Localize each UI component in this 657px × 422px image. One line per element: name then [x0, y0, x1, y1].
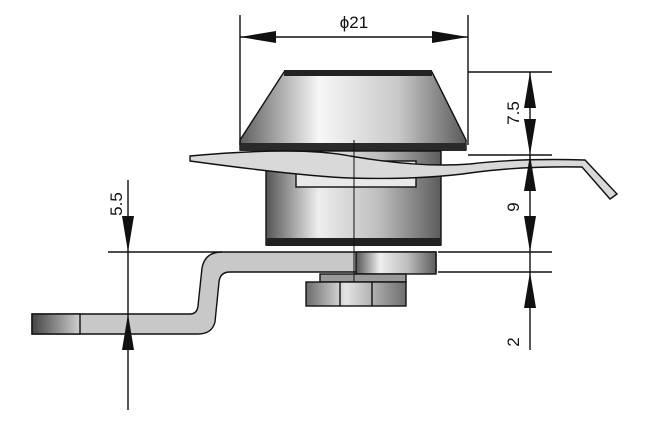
left-dimension: 5.5: [107, 180, 222, 410]
offset-label: 5.5: [107, 192, 126, 216]
lock-nut: [305, 273, 407, 307]
lock-cap: [239, 70, 467, 151]
thickness-label: 2: [504, 337, 523, 346]
diameter-dimension: ϕ21: [239, 13, 469, 145]
body-height-label: 9: [504, 202, 523, 211]
cap-height-label: 7.5: [504, 101, 523, 125]
diameter-label: ϕ21: [340, 13, 368, 32]
lock-collar: [355, 251, 437, 275]
right-dimensions: 7.5 9 2: [438, 71, 552, 350]
panel-sheet: [189, 150, 619, 200]
bracket-tip: [31, 313, 81, 335]
